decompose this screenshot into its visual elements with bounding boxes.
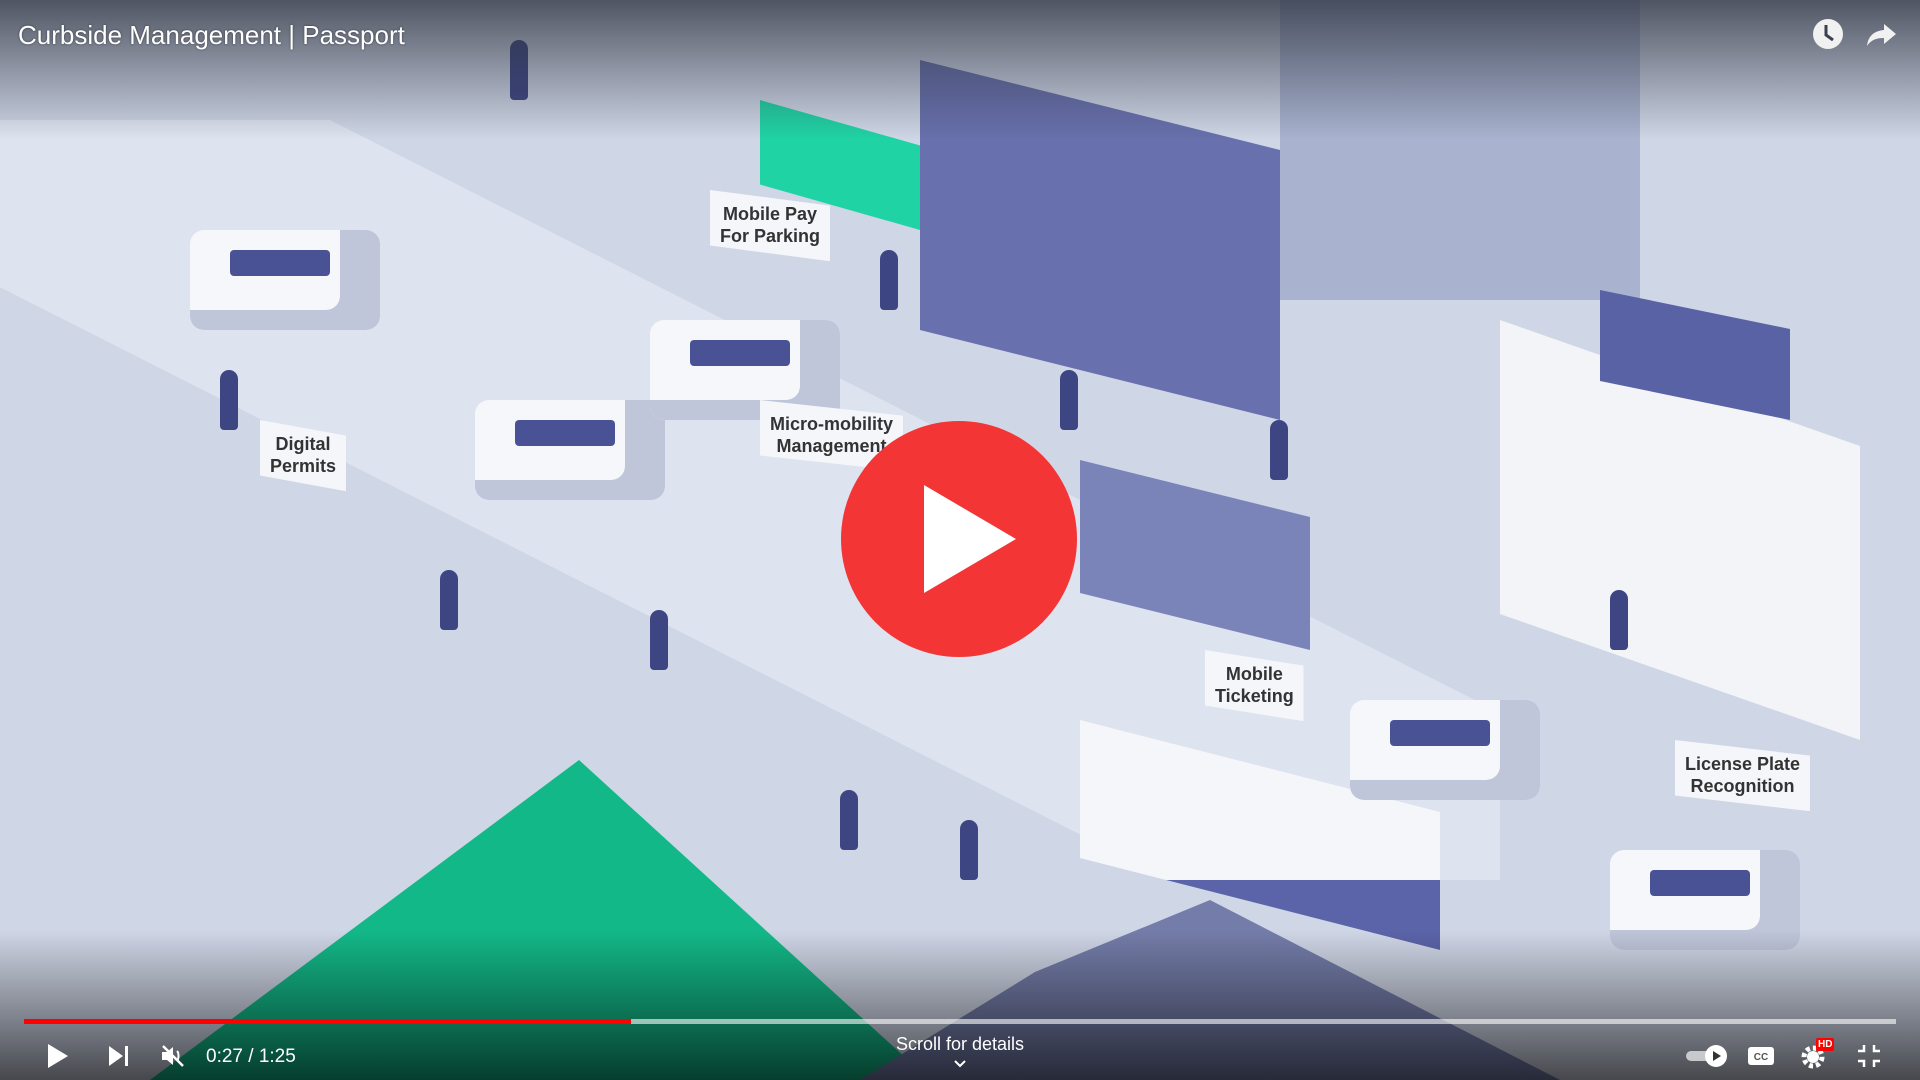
chevron-down-icon[interactable]	[951, 1058, 969, 1070]
cc-icon: CC	[1748, 1047, 1774, 1065]
play-button[interactable]	[40, 1038, 76, 1074]
person	[1270, 420, 1288, 480]
hd-badge: HD	[1816, 1038, 1835, 1051]
scene-sign: Digital Permits	[260, 420, 347, 492]
play-icon	[924, 485, 1016, 593]
scene-sign: License Plate Recognition	[1675, 740, 1811, 812]
person	[880, 250, 898, 310]
person	[840, 790, 858, 850]
share-icon[interactable]	[1864, 16, 1900, 52]
person	[220, 370, 238, 430]
person	[650, 610, 668, 670]
person	[960, 820, 978, 880]
car	[475, 400, 665, 500]
autoplay-toggle-icon	[1686, 1045, 1727, 1067]
car	[190, 230, 380, 330]
play-icon	[48, 1044, 68, 1068]
exit-fullscreen-icon	[1858, 1045, 1880, 1067]
progress-bar[interactable]	[24, 1019, 1896, 1024]
car	[1350, 700, 1540, 800]
captions-button[interactable]: CC	[1743, 1038, 1779, 1074]
exit-fullscreen-button[interactable]	[1851, 1038, 1887, 1074]
player-controls: 0:27 / 1:25 Scroll for details CC HD	[0, 1030, 1920, 1080]
muted-volume-icon	[162, 1045, 184, 1067]
person	[440, 570, 458, 630]
gear-icon	[1801, 1045, 1825, 1069]
video-title[interactable]: Curbside Management | Passport	[18, 20, 405, 50]
next-icon	[109, 1046, 128, 1066]
large-play-button[interactable]	[841, 421, 1077, 657]
time-display: 0:27 / 1:25	[206, 1046, 296, 1067]
top-gradient	[0, 0, 1920, 140]
clock-icon[interactable]	[1810, 16, 1846, 52]
person	[1610, 590, 1628, 650]
next-button[interactable]	[101, 1038, 137, 1074]
car	[650, 320, 840, 420]
bottom-gradient	[0, 930, 1920, 1080]
svg-text:CC: CC	[1754, 1052, 1768, 1063]
progress-fill	[24, 1019, 631, 1024]
settings-button[interactable]: HD	[1797, 1038, 1835, 1074]
person	[1060, 370, 1078, 430]
scroll-for-details[interactable]: Scroll for details	[895, 1034, 1025, 1054]
autoplay-toggle[interactable]	[1684, 1038, 1730, 1074]
mute-button[interactable]	[155, 1038, 191, 1074]
scene-sign: Mobile Pay For Parking	[710, 190, 831, 262]
